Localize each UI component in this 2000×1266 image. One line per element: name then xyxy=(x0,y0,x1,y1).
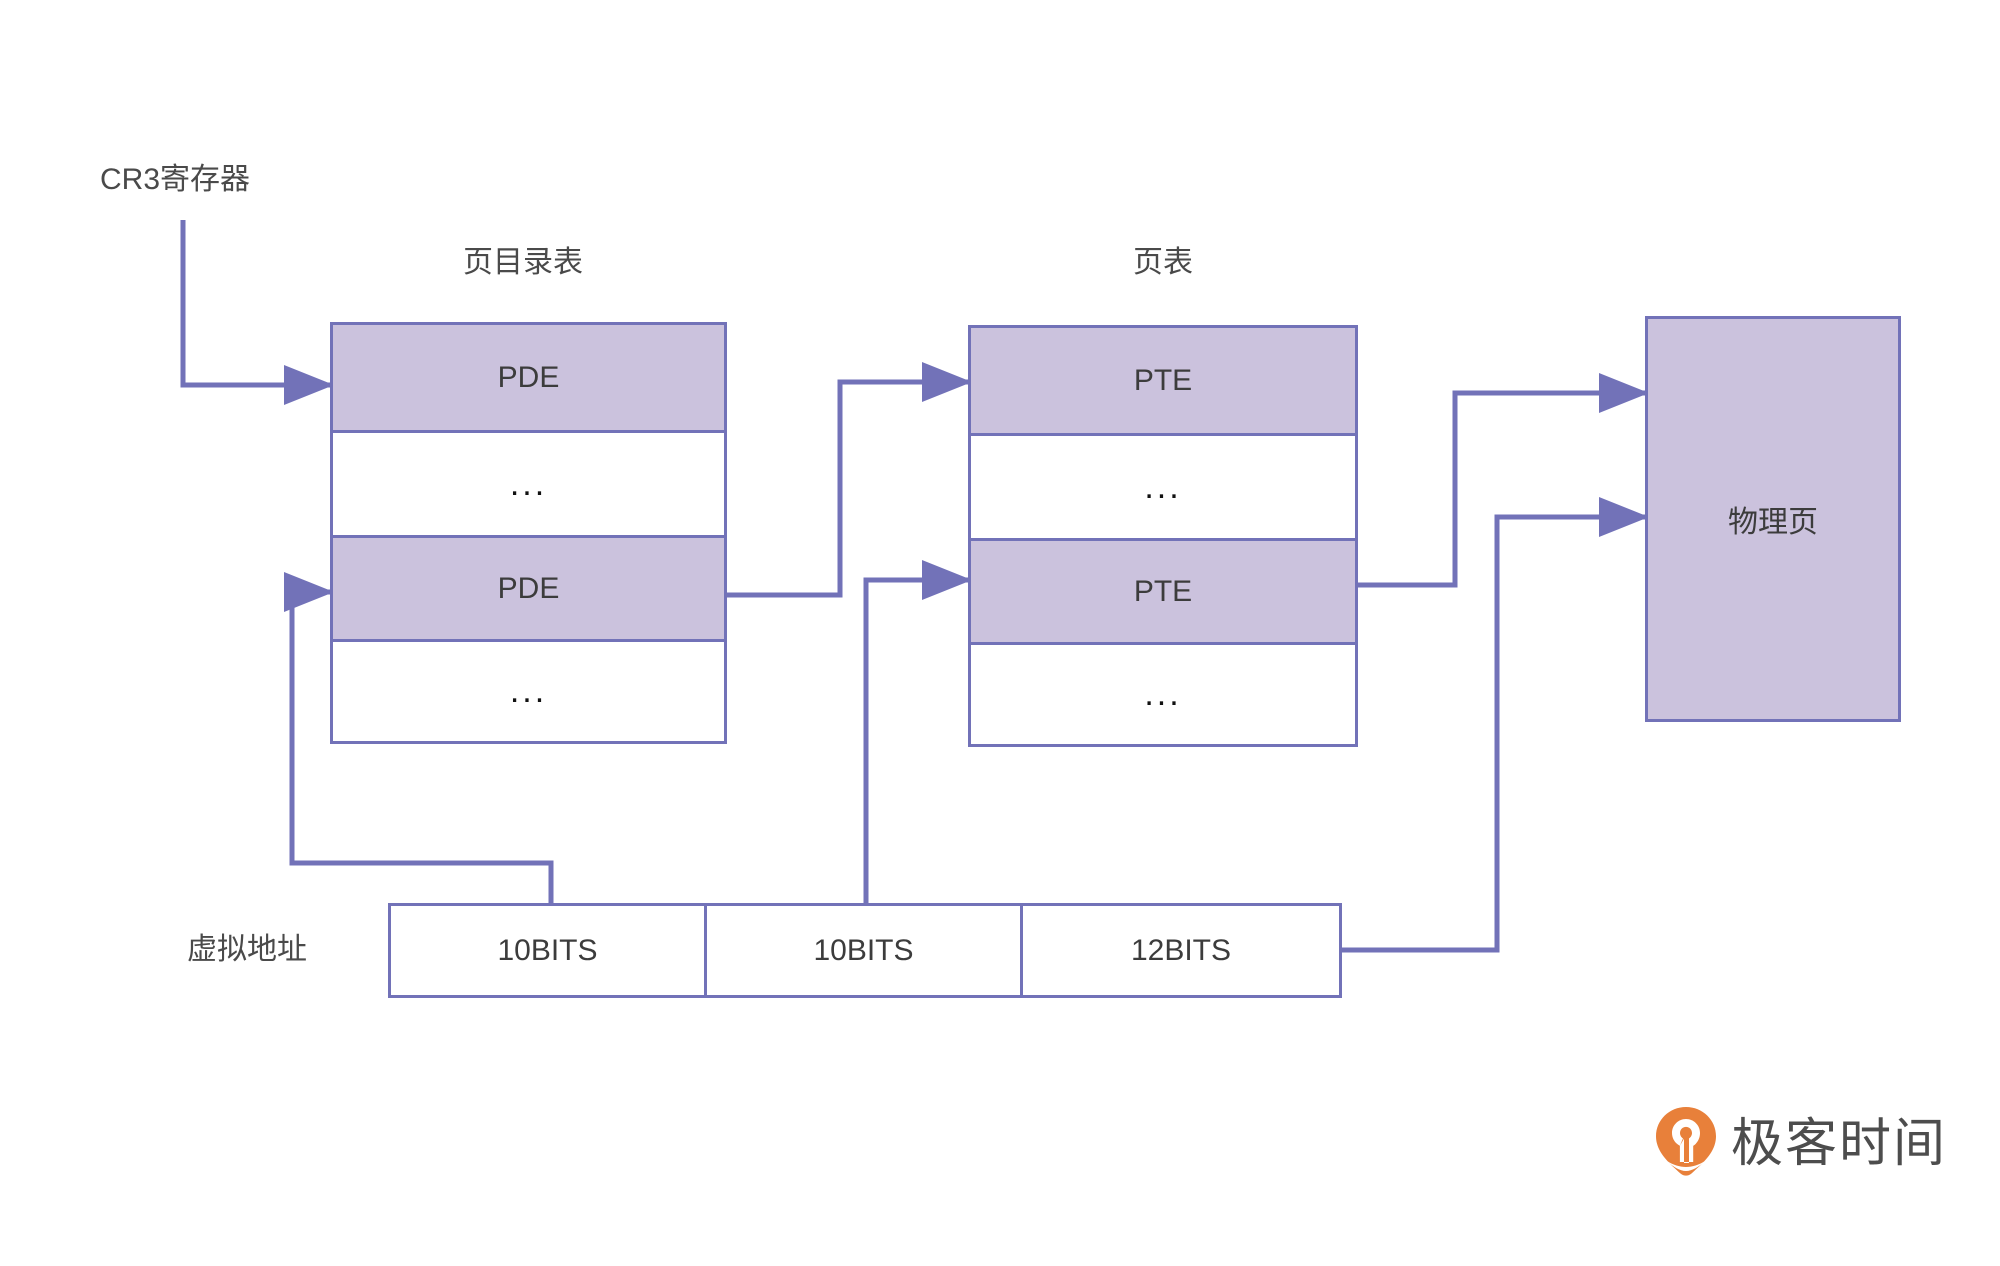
page-table-table: PTE ... PTE ... xyxy=(968,325,1358,747)
wire-pte3-to-physical-page xyxy=(1358,373,1650,588)
va-field-offset[interactable]: 12BITS xyxy=(1130,933,1232,967)
page-table-row-1: ... xyxy=(971,436,1355,541)
page-directory-title: 页目录表 xyxy=(463,246,583,279)
va-field-dir-index[interactable]: 10BITS xyxy=(391,906,707,995)
page-directory-row-0[interactable]: PDE xyxy=(333,325,724,433)
cr3-register-label: CR3寄存器 xyxy=(100,163,251,196)
wire-pde3-to-pte1 xyxy=(727,362,973,598)
virtual-address-bar: 10BITS 10BITS 12BITS xyxy=(388,903,1342,998)
page-directory-row-1: ... xyxy=(333,433,724,538)
page-table-row-0[interactable]: PTE xyxy=(971,328,1355,436)
page-table-row-3: ... xyxy=(1144,675,1182,713)
va-field-table-index[interactable]: 10BITS xyxy=(707,906,1023,995)
geektime-pin-icon xyxy=(1655,1105,1717,1182)
page-table-row-2[interactable]: PTE xyxy=(971,541,1355,645)
physical-page-box[interactable]: 物理页 xyxy=(1645,316,1901,722)
virtual-address-label: 虚拟地址 xyxy=(187,933,307,966)
wire-va2-to-pte3 xyxy=(863,560,973,950)
wire-va3-to-physical-page xyxy=(1342,497,1650,953)
page-directory-row-3: ... xyxy=(509,672,548,710)
page-table-title: 页表 xyxy=(1133,246,1193,279)
page-directory-table: PDE ... PDE ... xyxy=(330,322,727,744)
brand-name: 极客时间 xyxy=(1731,1114,1948,1173)
wire-cr3-to-pde1 xyxy=(180,220,335,405)
brand-watermark: 极客时间 xyxy=(1655,1105,1947,1182)
page-directory-row-2[interactable]: PDE xyxy=(333,538,724,642)
